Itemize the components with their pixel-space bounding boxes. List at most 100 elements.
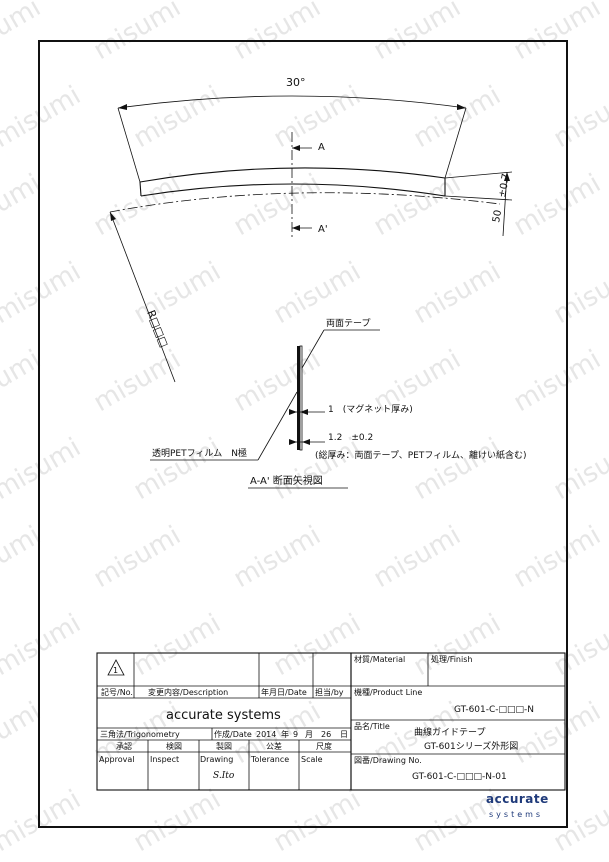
watermark-text: misumi <box>229 521 326 595</box>
arrowhead <box>292 225 300 231</box>
finish-label: 処理/Finish <box>431 654 472 664</box>
watermark-text: misumi <box>129 433 226 507</box>
revision-symbol: 1 <box>113 666 118 675</box>
rev-by-header: 担当/by <box>315 687 344 697</box>
scale-jp: 尺度 <box>316 741 332 751</box>
date-month-unit: 月 <box>305 730 313 739</box>
center-chain-line <box>109 192 501 213</box>
watermark-text: misumi <box>0 257 86 331</box>
pet-leader <box>257 391 298 461</box>
drawing-signature: S.Ito <box>213 771 235 781</box>
date-day-unit: 日 <box>340 730 348 739</box>
pet-label: 透明PETフィルム N極 <box>152 447 247 459</box>
watermark-text: misumi <box>549 785 609 859</box>
thickness2-label: 1.2 ±0.2 <box>328 433 373 443</box>
watermark-text: misumi <box>129 785 226 859</box>
watermark-text: misumi <box>0 609 86 683</box>
width-label: 50 <box>491 209 504 223</box>
watermark-text: misumi <box>549 609 609 683</box>
tolerance-jp: 公差 <box>266 741 282 751</box>
arrowhead <box>457 104 466 110</box>
watermark-text: misumi <box>229 169 326 243</box>
material-label: 材質/Material <box>354 654 405 664</box>
section-a2-label: A' <box>318 224 328 235</box>
arrowhead <box>289 409 297 415</box>
watermark-text: misumi <box>409 257 506 331</box>
approval-en: Approval <box>99 755 135 764</box>
watermark-text: misumi <box>369 521 466 595</box>
width-extension-top <box>444 171 513 179</box>
watermark-text: misumi <box>409 433 506 507</box>
date-year-unit: 年 <box>281 729 289 739</box>
watermark-text: misumi <box>129 609 226 683</box>
watermark-text: misumi <box>409 609 506 683</box>
watermark-text: misumi <box>269 433 366 507</box>
width-dimension-line <box>502 171 508 237</box>
scale-en: Scale <box>301 755 323 764</box>
rev-desc-header: 変更内容/Description <box>148 687 228 697</box>
radius-leader <box>109 211 176 383</box>
total-thickness-note: (総厚み：両面テープ、PETフィルム、離けい紙含む) <box>315 449 526 461</box>
arrowhead <box>300 409 308 415</box>
title-label: 品名/Title <box>354 721 390 731</box>
tape-label: 両面テープ <box>326 318 370 329</box>
company-name: accurate systems <box>166 708 281 723</box>
watermark-text: misumi <box>549 81 609 155</box>
width-extension-bottom <box>444 195 513 201</box>
logo-word-accurate: accurate <box>486 792 549 806</box>
accurate-systems-logo: accurate systems <box>486 792 549 819</box>
product-line-value: GT-601-C-□□□-N <box>454 705 534 715</box>
inspect-jp: 検図 <box>166 741 182 751</box>
angle-dimension-arc <box>117 95 467 109</box>
watermark-text: misumi <box>89 521 186 595</box>
projection-label: 三角法/Trigonometry <box>100 729 180 739</box>
logo-word-systems: systems <box>489 810 543 819</box>
tape-leader <box>301 329 325 369</box>
watermark-text: misumi <box>129 257 226 331</box>
date-label: 作成/Date <box>214 729 252 739</box>
extension-line-right <box>444 107 467 179</box>
approval-jp: 承認 <box>116 741 132 751</box>
arrowhead <box>118 104 127 110</box>
drawing-frame <box>38 40 568 828</box>
angle-label: 30° <box>286 76 306 89</box>
cross-section-view: 両面テープ 1 (マグネット厚み) 1.2 ±0.2 (総厚み：両面テープ、PE… <box>150 318 526 489</box>
watermark-text: misumi <box>89 0 186 66</box>
watermark-text: misumi <box>89 345 186 419</box>
date-year: 2014 <box>256 730 276 739</box>
inspect-en: Inspect <box>150 755 179 764</box>
tape-layer-section <box>299 345 303 451</box>
watermark-text: misumi <box>0 433 86 507</box>
watermark-text: misumi <box>549 257 609 331</box>
watermark-text: misumi <box>229 345 326 419</box>
product-line-label: 機種/Product Line <box>354 687 422 697</box>
tolerance-label: ±0.7 <box>497 173 512 199</box>
drawing-no-value: GT-601-C-□□□-N-01 <box>412 772 507 782</box>
watermark-text: misumi <box>0 81 86 155</box>
magnet-section <box>297 346 300 450</box>
watermark-text: misumi <box>369 169 466 243</box>
arrowhead <box>292 145 300 151</box>
watermark-text: misumi <box>509 345 606 419</box>
drawing-en: Drawing <box>200 755 233 764</box>
section-title: A-A' 断面矢視図 <box>250 474 323 487</box>
watermark-text: misumi <box>549 433 609 507</box>
watermark-text: misumi <box>0 785 86 859</box>
drawing-no-label: 図番/Drawing No. <box>354 755 422 765</box>
watermark-text: misumi <box>89 169 186 243</box>
rev-no-header: 記号/No. <box>101 687 133 697</box>
thickness1-label: 1 (マグネット厚み) <box>328 403 413 415</box>
title-block: 1 記号/No. 変更内容/Description 年月日/Date 担当/by… <box>96 652 566 791</box>
rev-date-header: 年月日/Date <box>261 687 307 697</box>
watermark-text: misumi <box>129 81 226 155</box>
title-line2: GT-601シリーズ外形図 <box>424 740 518 752</box>
revision-triangle-icon <box>107 659 125 676</box>
right-block-frame <box>350 652 566 791</box>
arrowhead <box>302 439 310 445</box>
section-a-label: A <box>318 142 325 153</box>
tape-end-left <box>139 181 142 197</box>
watermark-text: misumi <box>509 169 606 243</box>
arrowhead <box>289 439 297 445</box>
tolerance-en: Tolerance <box>250 755 289 764</box>
